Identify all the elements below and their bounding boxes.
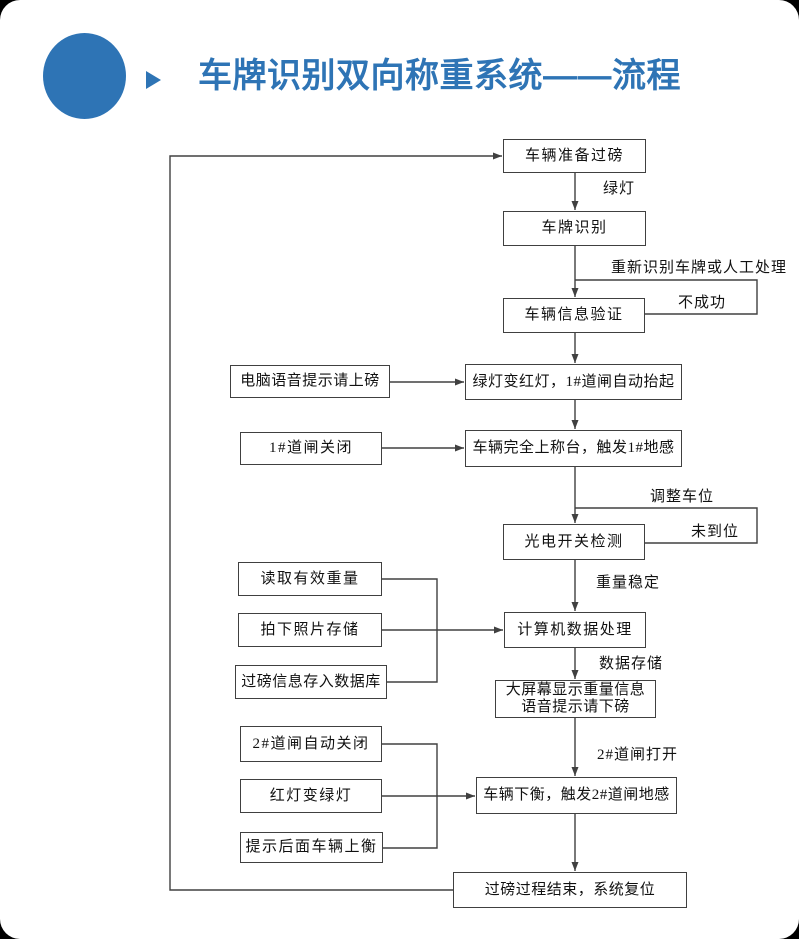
edge-label-adjust-position: 调整车位: [650, 489, 715, 505]
edge-label-unsuccessful: 不成功: [678, 295, 727, 311]
node-recognize: 车牌识别: [503, 211, 646, 246]
node-on-scale: 车辆完全上称台，触发1#地感: [465, 430, 682, 467]
node-prepare: 车辆准备过磅: [503, 139, 646, 173]
edge-label-not-in-place: 未到位: [691, 524, 740, 540]
node-next-vehicle: 提示后面车辆上衡: [240, 832, 383, 863]
connector-bus-upper: [382, 578, 438, 683]
bullet-triangle-icon: [146, 71, 161, 89]
node-end: 过磅过程结束，系统复位: [453, 872, 687, 908]
edge-label-green-light: 绿灯: [603, 181, 636, 197]
node-photo-store: 拍下照片存储: [238, 613, 382, 647]
edge-label-re-recognize: 重新识别车牌或人工处理: [611, 260, 788, 276]
node-db-store: 过磅信息存入数据库: [235, 665, 387, 699]
edge-label-weight-stable: 重量稳定: [596, 575, 661, 591]
node-off-scale: 车辆下衡，触发2#道闸地感: [476, 777, 677, 814]
node-read-weight: 读取有效重量: [238, 562, 382, 596]
header-circle-decoration: [43, 33, 126, 119]
page-title: 车牌识别双向称重系统——流程: [198, 57, 681, 95]
node-verify: 车辆信息验证: [503, 298, 645, 333]
node-photo-switch: 光电开关检测: [503, 524, 645, 560]
edge-label-data-store: 数据存储: [599, 656, 664, 672]
node-voice-prompt-up: 电脑语音提示请上磅: [230, 365, 390, 398]
node-red-to-green: 红灯变绿灯: [240, 779, 382, 813]
node-gate2-close: 2#道闸自动关闭: [240, 726, 382, 762]
edge-label-gate2-open: 2#道闸打开: [597, 747, 679, 763]
connector-bus-lower: [382, 743, 438, 849]
node-display: 大屏幕显示重量信息 语音提示请下磅: [495, 680, 656, 718]
node-data-process: 计算机数据处理: [504, 612, 646, 648]
node-gate1-close: 1#道闸关闭: [240, 432, 382, 465]
node-red-light: 绿灯变红灯，1#道闸自动抬起: [465, 364, 682, 400]
